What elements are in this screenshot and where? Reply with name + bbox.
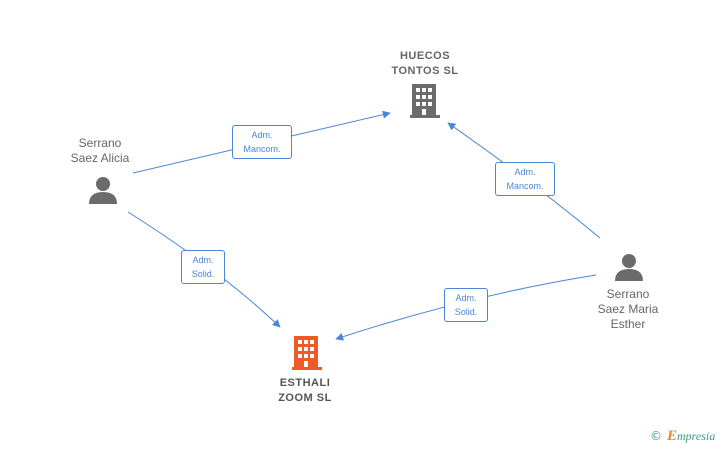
node-label-line: HUECOS	[399, 50, 451, 62]
node-label-line: Esther	[610, 317, 646, 331]
copyright-icon: ©	[650, 429, 662, 443]
edge-label-esther-esthali[interactable]: Adm. Solid.	[444, 288, 488, 322]
edge-label-line: Adm.	[192, 255, 214, 265]
node-label-huecos[interactable]: HUECOS TONTOS SL	[370, 49, 480, 79]
node-label-esther[interactable]: Serrano Saez Maria Esther	[578, 287, 678, 332]
edge-label-line: Mancom.	[243, 144, 281, 154]
node-label-line: Serrano	[78, 136, 122, 150]
edge-label-alicia-huecos[interactable]: Adm. Mancom.	[232, 125, 292, 159]
node-label-line: ZOOM SL	[278, 392, 332, 404]
edge-label-line: Solid.	[454, 307, 478, 317]
edge-label-line: Adm.	[455, 293, 477, 303]
edge-label-line: Adm.	[251, 130, 273, 140]
brand-logo: © Empresia	[650, 428, 715, 445]
brand-name: mpresia	[677, 429, 716, 443]
edge-label-line: Mancom.	[506, 181, 544, 191]
brand-initial: E	[667, 428, 678, 444]
edge-label-alicia-esthali[interactable]: Adm. Solid.	[181, 250, 225, 284]
node-label-line: Serrano	[606, 287, 650, 301]
person-icon[interactable]	[89, 177, 117, 204]
node-label-line: ESTHALI	[279, 377, 331, 389]
building-icon[interactable]	[410, 84, 440, 118]
node-label-alicia[interactable]: Serrano Saez Alicia	[50, 136, 150, 166]
person-icon[interactable]	[615, 254, 643, 281]
building-icon-highlight[interactable]	[292, 336, 322, 370]
node-label-line: Saez Maria	[597, 302, 659, 316]
edge-label-esther-huecos[interactable]: Adm. Mancom.	[495, 162, 555, 196]
edge-label-line: Solid.	[191, 269, 215, 279]
node-label-line: Saez Alicia	[70, 151, 130, 165]
node-label-esthali[interactable]: ESTHALI ZOOM SL	[250, 376, 360, 406]
edge-label-line: Adm.	[514, 167, 536, 177]
node-label-line: TONTOS SL	[391, 65, 459, 77]
